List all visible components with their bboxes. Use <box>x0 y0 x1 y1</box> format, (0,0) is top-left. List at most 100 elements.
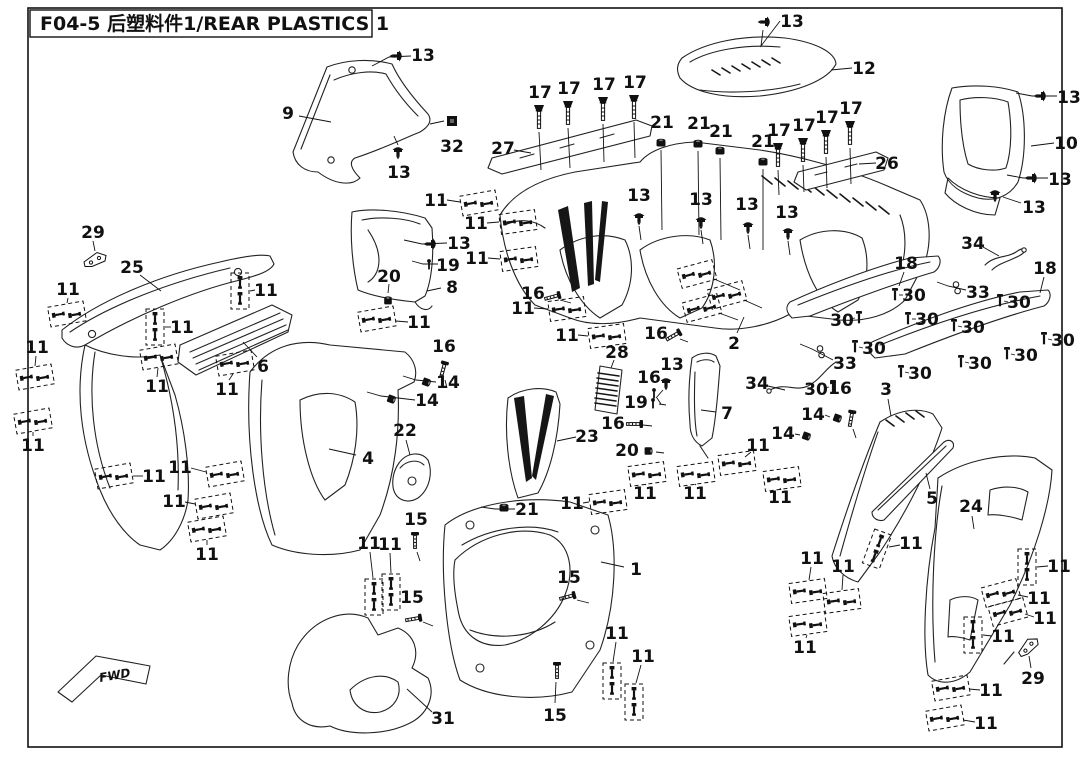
part-number-label: 11 <box>793 638 817 658</box>
rivet-kit-box <box>706 280 748 310</box>
rivet-kit-box <box>822 588 862 614</box>
part-number-label: 22 <box>393 421 417 441</box>
fwd-indicator: FWD <box>57 655 151 703</box>
part-number-label: 11 <box>215 380 239 400</box>
part-2-rear-fender-assembly <box>499 141 930 330</box>
part-number-label: 11 <box>974 714 998 734</box>
part-number-label: 14 <box>771 424 795 444</box>
callout-13: 13 <box>627 186 651 241</box>
bolt-icon <box>533 104 545 129</box>
part-number-label: 17 <box>767 121 791 141</box>
rivet-kit-box <box>676 259 718 289</box>
bolt-icon <box>597 96 609 121</box>
callout-11: 11 <box>788 549 828 604</box>
grommet-icon <box>644 447 653 455</box>
pin-icon <box>651 398 655 409</box>
callout-17: 17 <box>592 75 616 163</box>
rivet-kit-box <box>861 528 893 570</box>
part-number-label: 15 <box>543 706 567 726</box>
callout-11: 11 <box>963 616 1015 654</box>
grommet-icon <box>421 377 432 388</box>
callout-30: 30 <box>804 380 836 400</box>
callout-30: 30 <box>852 339 886 359</box>
callout-11: 11 <box>145 308 194 346</box>
part-number-label: 26 <box>875 154 899 174</box>
part-number-label: 7 <box>721 404 733 424</box>
part-number-label: 29 <box>81 223 105 243</box>
part-4-inner-panel <box>248 341 417 556</box>
part-9-side-panel <box>292 59 431 184</box>
part-18-trim-strip-right <box>868 289 1051 359</box>
screw-icon <box>626 419 644 429</box>
part-number-label: 11 <box>378 535 402 555</box>
part-number-label: 30 <box>902 286 926 306</box>
callout-17: 17 <box>557 79 581 169</box>
part-8-panel <box>350 209 434 311</box>
rivet-kit-box <box>681 293 723 323</box>
callout-19: 19 <box>624 393 667 413</box>
callout-21: 21 <box>650 113 674 231</box>
part-number-label: 13 <box>780 12 804 32</box>
callout-14: 14 <box>402 373 460 393</box>
callout-11: 11 <box>230 272 278 310</box>
rivet-kit-box <box>145 308 165 346</box>
part-number-label: 11 <box>424 191 448 211</box>
part-number-label: 13 <box>775 203 799 223</box>
part-26-bracket-strip <box>793 151 889 191</box>
part-number-label: 18 <box>1033 259 1057 279</box>
rivet-kit-box <box>1017 548 1037 586</box>
sscrew-icon <box>1041 332 1047 345</box>
rivet-kit-box <box>356 305 398 333</box>
part-number-label: 16 <box>644 324 668 344</box>
callout-11: 11 <box>14 338 56 391</box>
callout-11: 11 <box>602 624 629 700</box>
fwd-label: FWD <box>98 666 131 685</box>
callout-29: 29 <box>1014 635 1045 689</box>
rivet-kit-box <box>930 674 972 702</box>
callout-16: 16 <box>521 284 572 304</box>
part-number-label: 11 <box>899 534 923 554</box>
callout-17: 17 <box>528 83 552 171</box>
part-number-label: 13 <box>447 234 471 254</box>
callout-15: 15 <box>404 510 428 562</box>
callout-16: 16 <box>601 414 653 434</box>
part-number-label: 29 <box>1021 669 1045 689</box>
callout-26: 26 <box>858 154 899 174</box>
part-number-label: 9 <box>282 104 294 124</box>
callout-34: 34 <box>745 374 786 394</box>
callout-13: 13 <box>775 203 799 256</box>
callout-10: 10 <box>1030 134 1078 154</box>
part-number-label: 11 <box>254 281 278 301</box>
bolt-icon <box>820 129 832 154</box>
part-number-label: 14 <box>415 391 439 411</box>
callout-15: 15 <box>543 661 567 726</box>
part-number-label: 11 <box>464 214 488 234</box>
callout-29: 29 <box>81 223 107 267</box>
part-number-label: 2 <box>728 334 740 354</box>
part-number-label: 28 <box>605 343 629 363</box>
wire-34-upper <box>984 247 1027 271</box>
callout-13: 13 <box>689 190 713 245</box>
nut-icon <box>656 138 666 147</box>
callout-13: 13 <box>371 46 435 67</box>
callout-8: 8 <box>426 278 458 298</box>
callout-33: 33 <box>799 343 857 374</box>
part-number-label: 33 <box>833 354 857 374</box>
callout-30: 30 <box>958 354 992 374</box>
rivet-kit-box <box>602 662 622 700</box>
callout-13: 13 <box>1006 170 1072 190</box>
callout-30: 30 <box>830 311 862 331</box>
callout-11: 11 <box>186 515 228 565</box>
part-number-label: 16 <box>432 337 456 357</box>
screw-icon <box>410 531 420 549</box>
bolt-icon <box>628 94 640 119</box>
rivet-kit-box <box>788 611 828 637</box>
callout-32: 32 <box>429 116 464 157</box>
callout-21: 21 <box>709 122 733 241</box>
part-number-label: 14 <box>801 405 825 425</box>
part-number-label: 21 <box>515 500 539 520</box>
callout-13: 13 <box>387 135 411 183</box>
clip-icon <box>389 50 402 62</box>
nut-icon <box>758 157 768 166</box>
part-number-label: 11 <box>631 647 655 667</box>
